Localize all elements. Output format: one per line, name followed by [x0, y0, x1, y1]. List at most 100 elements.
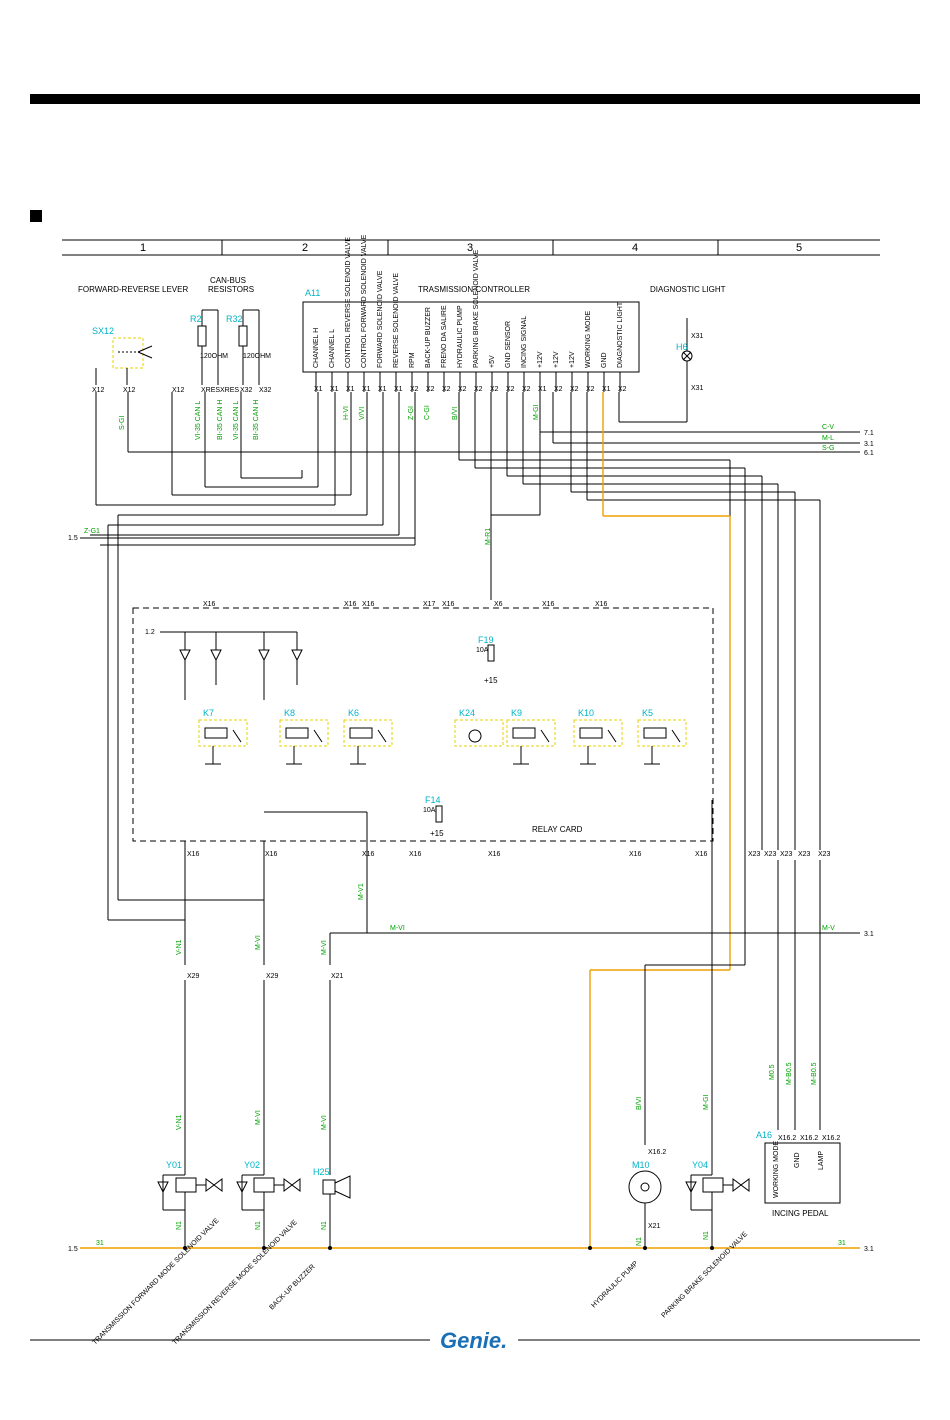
diodes [179, 632, 303, 700]
y02-solenoid: Y02 N1 [236, 1160, 301, 1248]
x17-t: X17 [423, 601, 436, 608]
relay-k5: K5 [637, 708, 687, 765]
label-pump: HYDRAULIC PUMP [590, 1260, 639, 1309]
ref-sg: S-G [822, 445, 834, 452]
relay-frame [573, 719, 623, 747]
wl-hvi: H-VI [343, 406, 350, 420]
right-bus: C-V M-L S-G 7.1 3.1 6.1 [128, 424, 874, 457]
plus15-b: +15 [430, 829, 444, 838]
wl-mb05-a: M-B0.5 [786, 1062, 793, 1085]
controller-pin-label: BACK-UP BUZZER [425, 307, 432, 368]
xres-b: XRES [220, 387, 239, 394]
relay-ref-k6: K6 [348, 708, 359, 718]
sx12-ref: SX12 [92, 326, 114, 336]
relay-k6: K6 [343, 708, 393, 765]
x31-a: X31 [691, 333, 704, 340]
controller-pin-label: RPM [409, 352, 416, 368]
x21-b: X21 [648, 1223, 661, 1230]
controller-pin-connector: X2 [458, 386, 467, 393]
relay-coil [512, 727, 536, 739]
relay-frame [506, 719, 556, 747]
wl-bvi: B/VI [452, 407, 459, 420]
controller-pin-label: HYDRAULIC PUMP [457, 305, 464, 368]
diag-light-title: DIAGNOSTIC LIGHT [650, 285, 726, 294]
relay-contact [540, 729, 550, 743]
controller-pin-connector: X1 [602, 386, 611, 393]
x16-b2: X16 [265, 851, 278, 858]
ref-zgi: Z-G1 [84, 528, 100, 535]
wl-canh-2: BI-35 CAN H [253, 400, 260, 440]
header-bar [30, 94, 920, 104]
wl-cgi: C-GI [424, 405, 431, 420]
h25-buzzer: H25 N1 [313, 1167, 351, 1248]
x12-a: X12 [92, 387, 105, 394]
ground-trace [589, 392, 731, 1248]
relay-frame [637, 719, 687, 747]
m10-pump: M10 X16.2 X21 N1 [628, 1149, 666, 1248]
relay-connectors: X16 X16 X16 X17 X16 X6 X16 X16 X16 X16 X… [187, 601, 831, 858]
controller-pin-connector: X2 [570, 386, 579, 393]
x16-b4: X16 [409, 851, 422, 858]
label-rev-valve: TRANSMISSION REVERSE MODE SOLENOID VALVE [171, 1219, 299, 1347]
canbus-resistors: R2 R32 120OHM 120OHM XRES XRES X32 X32 [190, 309, 272, 394]
x16-t6: X16 [595, 601, 608, 608]
wl-sgi: S-GI [119, 416, 126, 430]
controller-pin-connector: X2 [426, 386, 435, 393]
x16-t1: X16 [203, 601, 216, 608]
grid-col-4: 4 [632, 242, 638, 254]
canbus-title-1: CAN-BUS [210, 276, 246, 285]
wl-n1-a: N1 [176, 1221, 183, 1230]
bus-31-right: 31 [838, 1240, 846, 1247]
diagnostic-light: X31 H6 X31 [676, 318, 704, 392]
x23-2: X23 [764, 851, 777, 858]
f14-ref: F14 [425, 795, 441, 805]
wl-mgi: M-GI [533, 404, 540, 420]
wl-mvi-2: M-VI [321, 940, 328, 955]
relay-k10: K10 [573, 708, 623, 765]
x12-b: X12 [123, 387, 136, 394]
wl-canl-2: VI-35 CAN L [233, 401, 240, 440]
controller-pin-label: INCING SIGNAL [521, 316, 528, 368]
wl-canl: VI-35 CAN L [195, 401, 202, 440]
x32-b: X32 [259, 387, 272, 394]
relay-contact [232, 729, 242, 743]
wl-mb05-b: M-B0.5 [811, 1062, 818, 1085]
x162-c: X16.2 [822, 1135, 840, 1142]
r2-value: 120OHM [200, 353, 228, 360]
h25-ref: H25 [313, 1167, 330, 1177]
grid-col-1: 1 [140, 242, 146, 254]
fuse-f14: F14 10A +15 [423, 795, 444, 838]
controller-pin-label: FRENO DA SALIRE [441, 305, 448, 368]
label-fwd-valve: TRANSMISSION FORWARD MODE SOLENOID VALVE [91, 1217, 220, 1346]
relay-frame [198, 719, 248, 747]
fr-lever: SX12 X12 X12 X12 [92, 326, 185, 394]
controller-pin-connector: X1 [346, 386, 355, 393]
ref-31a: 3.1 [864, 441, 874, 448]
wl-mvi-1: M-VI [255, 935, 262, 950]
wl-mvi-c: M-VI [321, 1115, 328, 1130]
controller-pin-label: CHANNEL L [329, 329, 336, 368]
x16-b1: X16 [187, 851, 200, 858]
controller-pin-connector: X1 [538, 386, 547, 393]
xres-a: XRES [201, 387, 220, 394]
x23-4: X23 [798, 851, 811, 858]
relay-frame [454, 719, 504, 747]
fr-lever-title: FORWARD-REVERSE LEVER [78, 285, 188, 294]
wl-vvi: V/VI [359, 407, 366, 420]
controller-title: TRASMISSION CONTROLLER [418, 285, 530, 294]
controller-pin-label: GND SENSOR [505, 321, 512, 368]
grid-col-5: 5 [796, 242, 802, 254]
relay-coil [204, 727, 228, 739]
a11-ref: A11 [305, 288, 320, 298]
relay-coil [643, 727, 667, 739]
controller-pin-connector: X1 [362, 386, 371, 393]
controller-pin-connector: X2 [442, 386, 451, 393]
x162-d: X16.2 [648, 1149, 666, 1156]
controller-pin-connector: X1 [330, 386, 339, 393]
controller-pin-label: +12V [569, 351, 576, 368]
y04-solenoid: Y04 N1 [685, 1160, 750, 1248]
inching-pedal: A16 X16.2 X16.2 X16.2 WORKING MODE GND L… [756, 1130, 841, 1218]
controller-pin-label: +5V [489, 355, 496, 368]
controller-pin-connector: X1 [378, 386, 387, 393]
